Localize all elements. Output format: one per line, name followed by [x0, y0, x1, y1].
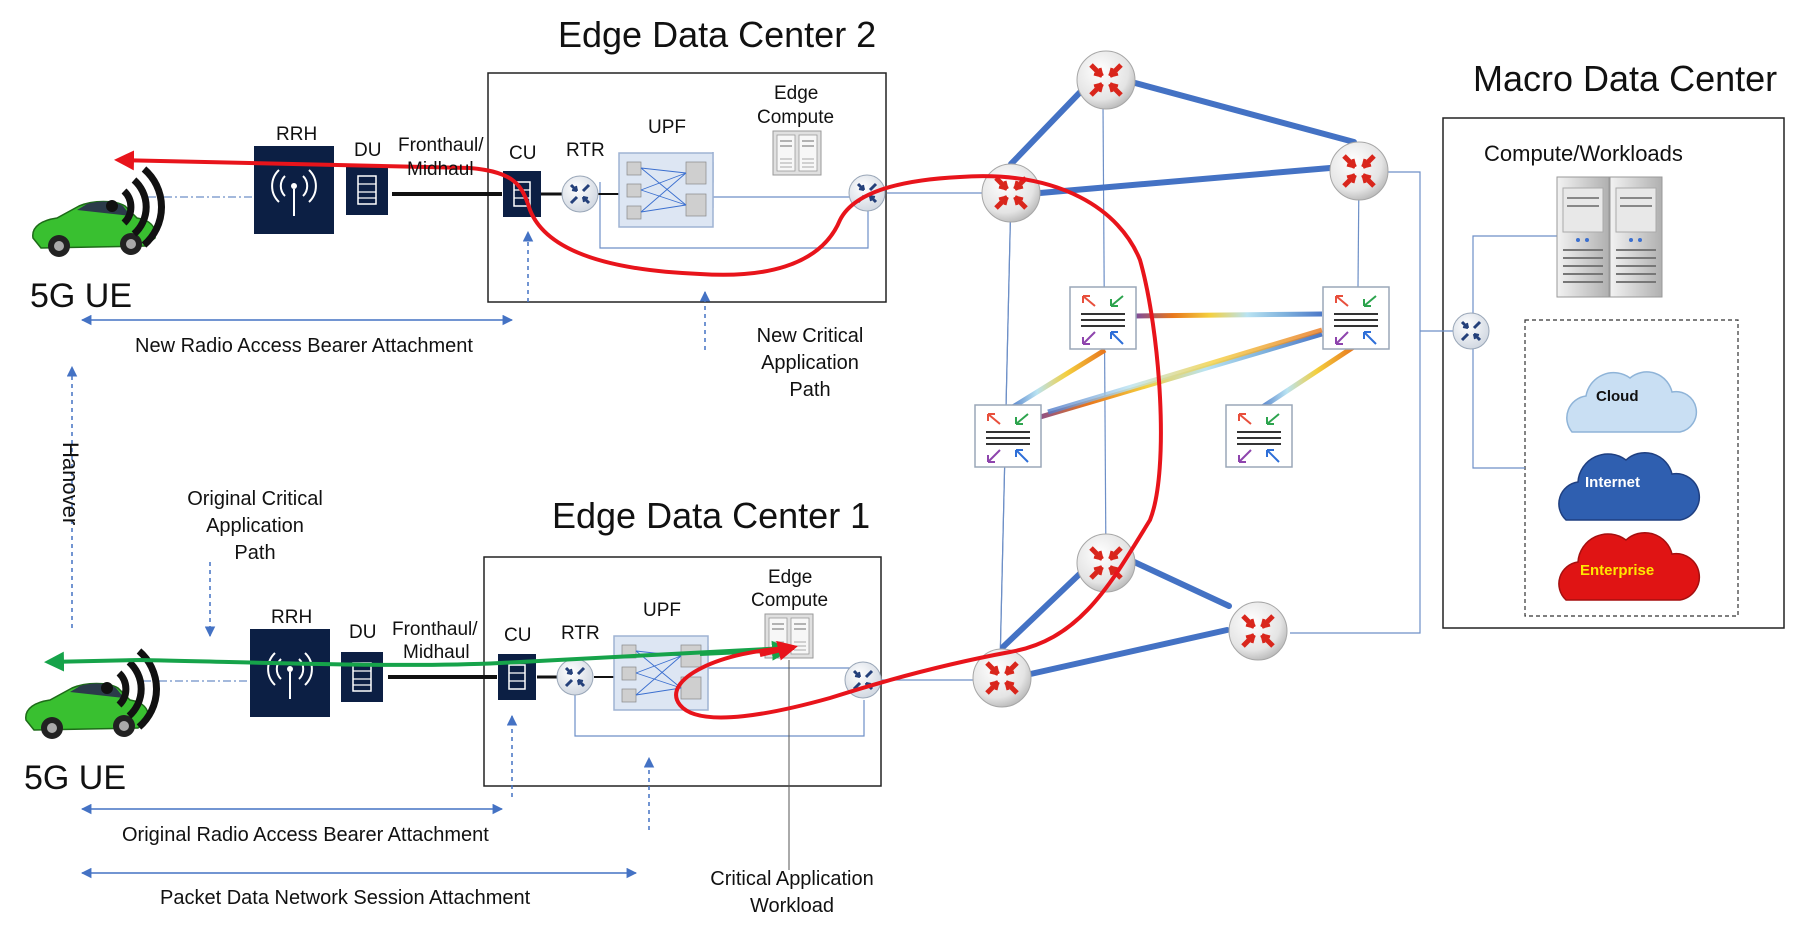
- ue-top-label: 5G UE: [30, 277, 133, 315]
- switch-bottom-right-icon: [1225, 404, 1293, 468]
- orig-path-label-3: Path: [234, 542, 276, 564]
- macro-box: [1442, 117, 1785, 629]
- edge1-rrh-label: RRH: [271, 607, 313, 628]
- upf-2-icon: [618, 152, 714, 228]
- workload-label-2: Workload: [749, 895, 835, 917]
- switch-bottom-left-icon: [974, 404, 1042, 468]
- du-1-icon: [340, 651, 384, 703]
- edge2-title: Edge Data Center 2: [558, 14, 877, 55]
- edge1-compute-label-1: Edge: [768, 567, 813, 588]
- core-router-top-icon: [1077, 51, 1135, 109]
- orig-path-label-1: Original Critical: [187, 488, 323, 510]
- internet-cloud-icon: [1558, 451, 1701, 521]
- annotation-arrows: [66, 230, 790, 879]
- edge1-fronthaul-label-1: Fronthaul/: [392, 619, 478, 640]
- macro-router-icon: [1451, 311, 1491, 351]
- edge2-fronthaul-label-1: Fronthaul/: [398, 135, 484, 156]
- car-top-icon: [32, 200, 157, 257]
- handover-label: Hanover: [58, 442, 83, 526]
- original-application-path: [44, 646, 787, 672]
- orig-rab-label: Original Radio Access Bearer Attachment: [122, 824, 489, 846]
- edge2-cu-label: CU: [509, 143, 537, 164]
- cloud-label: Cloud: [1596, 388, 1639, 405]
- edge2-compute-label-2: Compute: [757, 107, 835, 128]
- pdn-label: Packet Data Network Session Attachment: [160, 887, 531, 909]
- internet-label: Internet: [1585, 474, 1641, 491]
- backbone-links: [1000, 77, 1357, 678]
- enterprise-label: Enterprise: [1580, 562, 1655, 579]
- macro-compute-label: Compute/Workloads: [1484, 141, 1683, 166]
- edge2-du-label: DU: [354, 140, 382, 161]
- new-path-label-3: Path: [789, 379, 831, 401]
- new-path-arrowhead-edge1: [759, 640, 798, 661]
- workload-label-1: Critical Application: [710, 868, 874, 890]
- core-router-bottom-icon: [1077, 534, 1135, 592]
- signal-top-icon: [106, 166, 165, 248]
- enterprise-cloud-icon: [1558, 531, 1701, 601]
- edge1-title: Edge Data Center 1: [552, 495, 871, 536]
- edge2-rrh-label: RRH: [276, 124, 318, 145]
- rtr-2-icon: [560, 174, 600, 214]
- rtr-1-icon: [555, 657, 595, 697]
- edge2-upf-label: UPF: [648, 117, 686, 138]
- core-router-right-icon: [1330, 142, 1388, 200]
- new-application-path: [114, 150, 1163, 720]
- core-router-left-icon: [982, 164, 1040, 222]
- orig-path-label-2: Application: [206, 515, 304, 537]
- edge1-cu-label: CU: [504, 625, 532, 646]
- macro-servers-icon: [1556, 176, 1663, 298]
- du-2-icon: [345, 164, 389, 216]
- edge1-compute-label-2: Compute: [751, 590, 829, 611]
- edge1-upf-label: UPF: [643, 600, 681, 621]
- rrh-2-icon: [253, 145, 335, 235]
- new-path-label-2: Application: [761, 352, 859, 374]
- new-path-label-1: New Critical: [756, 325, 864, 347]
- edge2-fronthaul-label-2: Midhaul: [407, 159, 474, 180]
- ue-bottom-label: 5G UE: [24, 759, 127, 797]
- switch-top-right-icon: [1322, 286, 1390, 350]
- switch-fabric-links: [1006, 311, 1357, 439]
- switch-top-left-icon: [1069, 286, 1137, 350]
- edge2-compute-label-1: Edge: [774, 83, 819, 104]
- thin-links: [574, 104, 1558, 737]
- new-rab-label: New Radio Access Bearer Attachment: [135, 335, 473, 357]
- edge1-rtr-label: RTR: [561, 623, 600, 644]
- edge-compute-2-icon: [772, 130, 822, 176]
- edge1-box: [483, 556, 882, 787]
- edge1-du-label: DU: [349, 622, 377, 643]
- cloud-icon: [1566, 371, 1698, 433]
- macro-title: Macro Data Center: [1473, 58, 1778, 99]
- core-router-lower-right-icon: [1229, 602, 1287, 660]
- edge2-rtr-label: RTR: [566, 140, 605, 161]
- rrh-1-icon: [249, 628, 331, 718]
- edge1-fronthaul-label-2: Midhaul: [403, 642, 470, 663]
